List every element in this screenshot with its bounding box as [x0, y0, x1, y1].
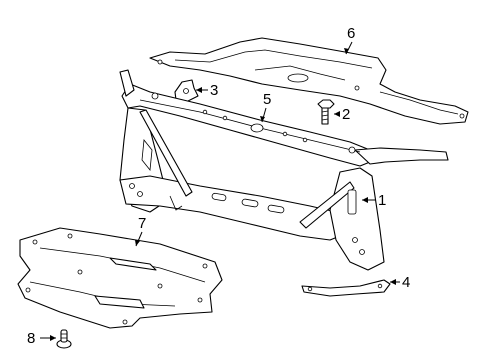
part-5-radiator-support [119, 69, 449, 271]
callout-1: 1 [362, 192, 386, 209]
callout-4: 4 [390, 274, 410, 291]
callout-5-label: 5 [263, 91, 271, 108]
part-8-push-pin [56, 329, 72, 349]
callout-6: 6 [344, 25, 355, 55]
callout-3-label: 3 [210, 82, 218, 99]
part-6-upper-panel [149, 37, 469, 125]
callout-3: 3 [196, 82, 218, 99]
callout-2: 2 [334, 106, 350, 123]
part-4-bracket [301, 279, 391, 297]
callout-6-label: 6 [347, 25, 355, 42]
callout-2-label: 2 [342, 106, 350, 123]
part-7-skid-plate [17, 227, 223, 329]
callout-7: 7 [135, 215, 146, 247]
callout-1-label: 1 [378, 192, 386, 209]
callout-4-label: 4 [402, 274, 410, 291]
callout-8: 8 [27, 330, 56, 347]
callout-7-label: 7 [138, 215, 146, 232]
part-2-bolt [317, 99, 335, 125]
callout-5: 5 [260, 91, 271, 123]
callout-8-label: 8 [27, 330, 35, 347]
